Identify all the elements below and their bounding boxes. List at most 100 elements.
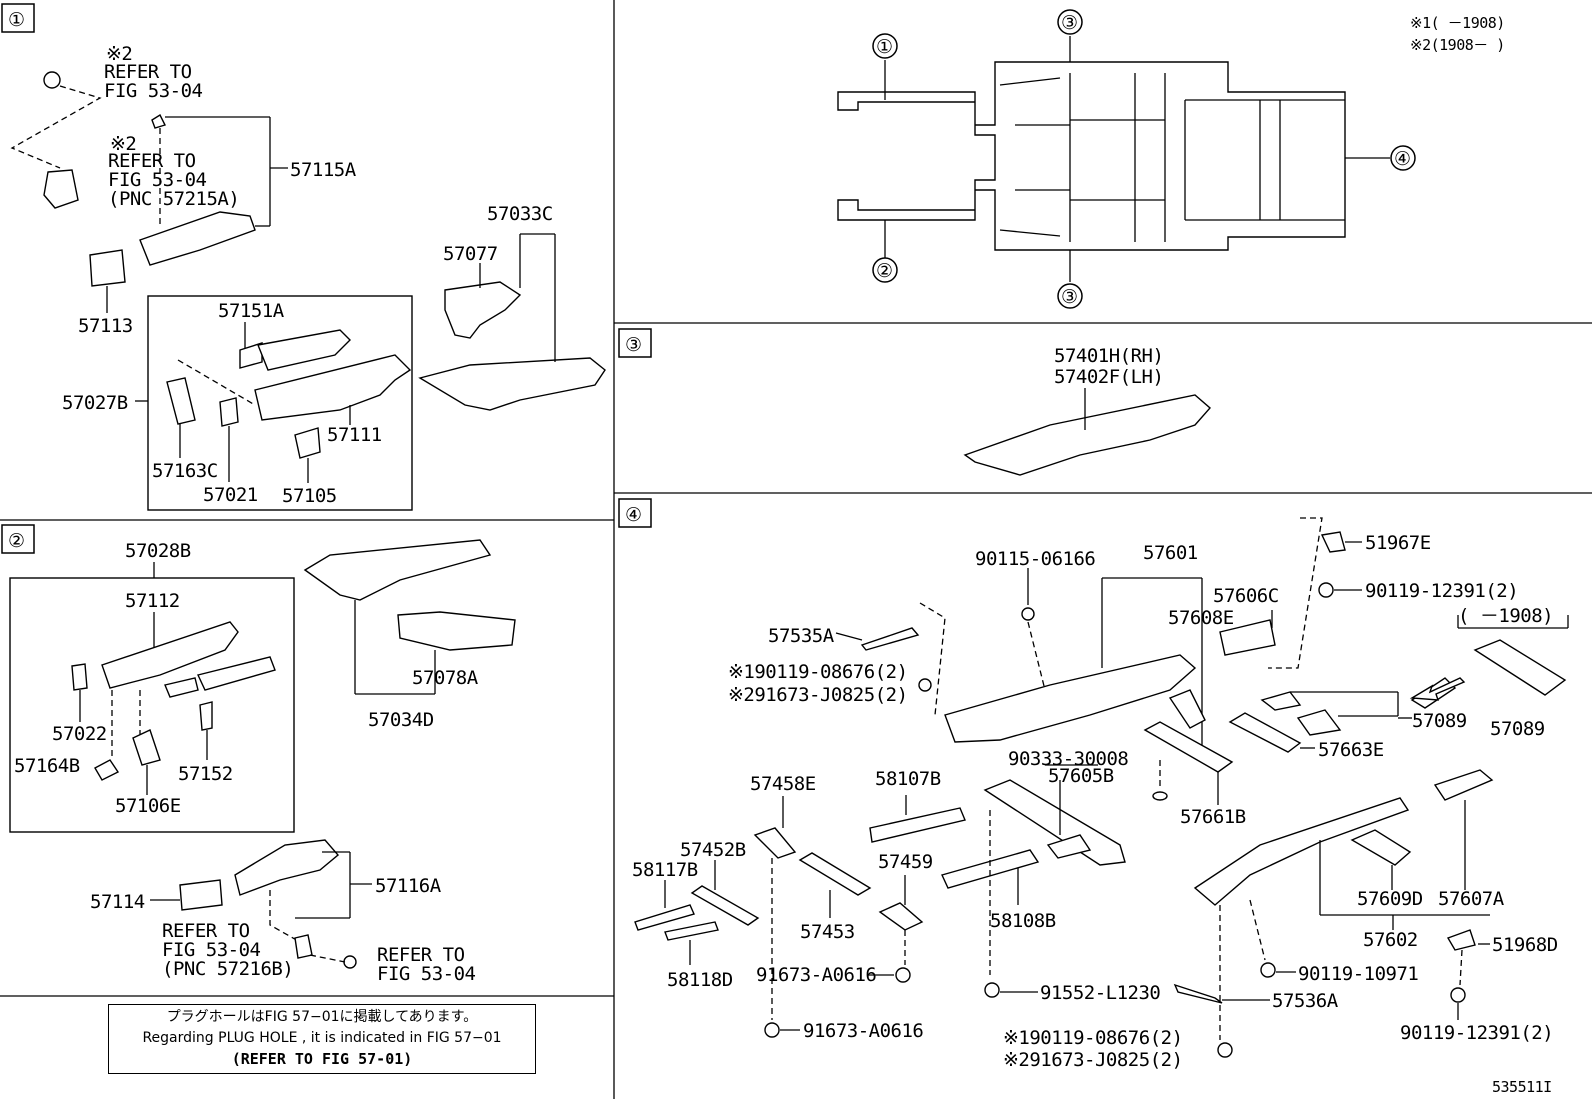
part-58107B: 58107B: [875, 768, 941, 790]
part-57151A: 57151A: [218, 300, 285, 322]
plug-hole-note: プラグホールはFIG 57−01に掲載してあります。 Regarding PLU…: [108, 1004, 536, 1074]
part-57021: 57021: [203, 484, 258, 506]
part-57077: 57077: [443, 243, 498, 265]
note-en: Regarding PLUG HOLE , it is indicated in…: [142, 1030, 502, 1046]
s1-fig-a: FIG 53-04: [104, 80, 203, 102]
legend-1: ※1( －1908): [1410, 14, 1505, 32]
part-90119-12391-b: 90119-12391(2): [1400, 1022, 1553, 1044]
part-57113: 57113: [78, 315, 133, 337]
part-57114: 57114: [90, 891, 145, 913]
section-marker-4: ④: [618, 498, 652, 528]
direction-arrow: [1409, 677, 1466, 701]
part-90119-08676-b: ※190119-08676(2): [1003, 1027, 1183, 1049]
section-2-parts: [9, 539, 516, 969]
callout-3-top: [1057, 9, 1083, 35]
part-91673-A0616-b: 91673-A0616: [803, 1020, 923, 1042]
section-marker-2: ②: [1, 524, 35, 554]
s1-refer-to-b: REFER TO: [108, 150, 196, 172]
part-57163C: 57163C: [152, 460, 218, 482]
s2-pnc: (PNC 57216B): [162, 958, 293, 980]
part-58118D: 58118D: [667, 969, 733, 991]
part-57661B: 57661B: [1180, 806, 1246, 828]
part-57663E: 57663E: [1318, 739, 1384, 761]
callout-2: [872, 257, 898, 283]
part-57609D: 57609D: [1357, 888, 1423, 910]
part-91673-A0616-a: 91673-A0616: [756, 964, 876, 986]
part-57106E: 57106E: [115, 795, 181, 817]
part-57535A: 57535A: [768, 625, 835, 647]
part-51968D: 51968D: [1492, 934, 1558, 956]
part-57458E: 57458E: [750, 773, 816, 795]
illustration-code: 535511I: [1492, 1078, 1552, 1096]
part-57601: 57601: [1143, 542, 1198, 564]
note-ref: (REFER TO FIG 57-01): [231, 1050, 413, 1068]
callout-3-bottom: [1057, 283, 1083, 309]
part-57027B: 57027B: [62, 392, 128, 414]
part-57028B: 57028B: [125, 540, 191, 562]
part-57115A: 57115A: [290, 159, 357, 181]
part-58108B: 58108B: [990, 910, 1056, 932]
s2-fig-b: FIG 53-04: [377, 963, 476, 985]
callout-4: [1390, 145, 1416, 171]
section-marker-3: ③: [618, 328, 652, 358]
part-57078A: 57078A: [412, 667, 479, 689]
svg-text:③: ③: [625, 334, 642, 356]
part-57602: 57602: [1363, 929, 1418, 951]
part-57606C: 57606C: [1213, 585, 1279, 607]
part-57034D: 57034D: [368, 709, 434, 731]
svg-text:③: ③: [1061, 286, 1078, 308]
part-57607A: 57607A: [1438, 888, 1505, 910]
part-57152: 57152: [178, 763, 233, 785]
svg-text:①: ①: [8, 9, 25, 31]
part-57116A: 57116A: [375, 875, 442, 897]
section-3-parts: [963, 388, 1211, 476]
s1-note-mark: ※2: [106, 43, 132, 65]
year-range: ( －1908): [1458, 605, 1553, 627]
part-90333-30008: 90333-30008: [1008, 748, 1128, 770]
part-58117B: 58117B: [632, 859, 698, 881]
s1-note-mark-b: ※2: [110, 133, 136, 155]
svg-text:④: ④: [625, 504, 642, 526]
part-57105: 57105: [282, 485, 337, 507]
s1-refer-to-a: REFER TO: [104, 61, 192, 83]
s2-refer-to-b: REFER TO: [377, 944, 465, 966]
s2-fig-a: FIG 53-04: [162, 939, 261, 961]
callout-1: [872, 33, 898, 59]
s1-fig-b: FIG 53-04: [108, 169, 207, 191]
legend-2: ※2(1908－ ): [1410, 36, 1505, 54]
frame-overview: ① ② ③ ③ ④: [837, 9, 1416, 309]
section-marker-1: ①: [1, 3, 35, 33]
part-91673-J0825-a: ※291673-J0825(2): [728, 684, 908, 706]
part-57164B: 57164B: [14, 755, 80, 777]
part-90119-08676-a: ※190119-08676(2): [728, 661, 908, 683]
svg-text:④: ④: [1394, 148, 1411, 170]
part-57022: 57022: [52, 723, 107, 745]
section-1-parts: [10, 71, 606, 511]
part-57089-a: 57089: [1412, 710, 1467, 732]
part-91673-J0825-b: ※291673-J0825(2): [1003, 1049, 1183, 1071]
svg-text:②: ②: [8, 530, 25, 552]
part-57453: 57453: [800, 921, 855, 943]
part-91552-L1230: 91552-L1230: [1040, 982, 1160, 1004]
svg-text:②: ②: [876, 260, 893, 282]
part-57033C: 57033C: [487, 203, 553, 225]
part-57111: 57111: [327, 424, 382, 446]
part-57536A: 57536A: [1272, 990, 1339, 1012]
part-57112: 57112: [125, 590, 180, 612]
part-57452B: 57452B: [680, 839, 746, 861]
part-57605B: 57605B: [1048, 765, 1114, 787]
svg-text:③: ③: [1061, 12, 1078, 34]
part-57401H: 57401H(RH): [1054, 345, 1163, 367]
note-jp: プラグホールはFIG 57−01に掲載してあります。: [166, 1009, 478, 1025]
part-51967E: 51967E: [1365, 532, 1431, 554]
part-57089-b: 57089: [1490, 718, 1545, 740]
part-90119-12391-a: 90119-12391(2): [1365, 580, 1518, 602]
part-57459: 57459: [878, 851, 933, 873]
part-90115-06166: 90115-06166: [975, 548, 1095, 570]
part-57402F: 57402F(LH): [1054, 366, 1163, 388]
s2-refer-to-a: REFER TO: [162, 920, 250, 942]
svg-text:①: ①: [876, 36, 893, 58]
